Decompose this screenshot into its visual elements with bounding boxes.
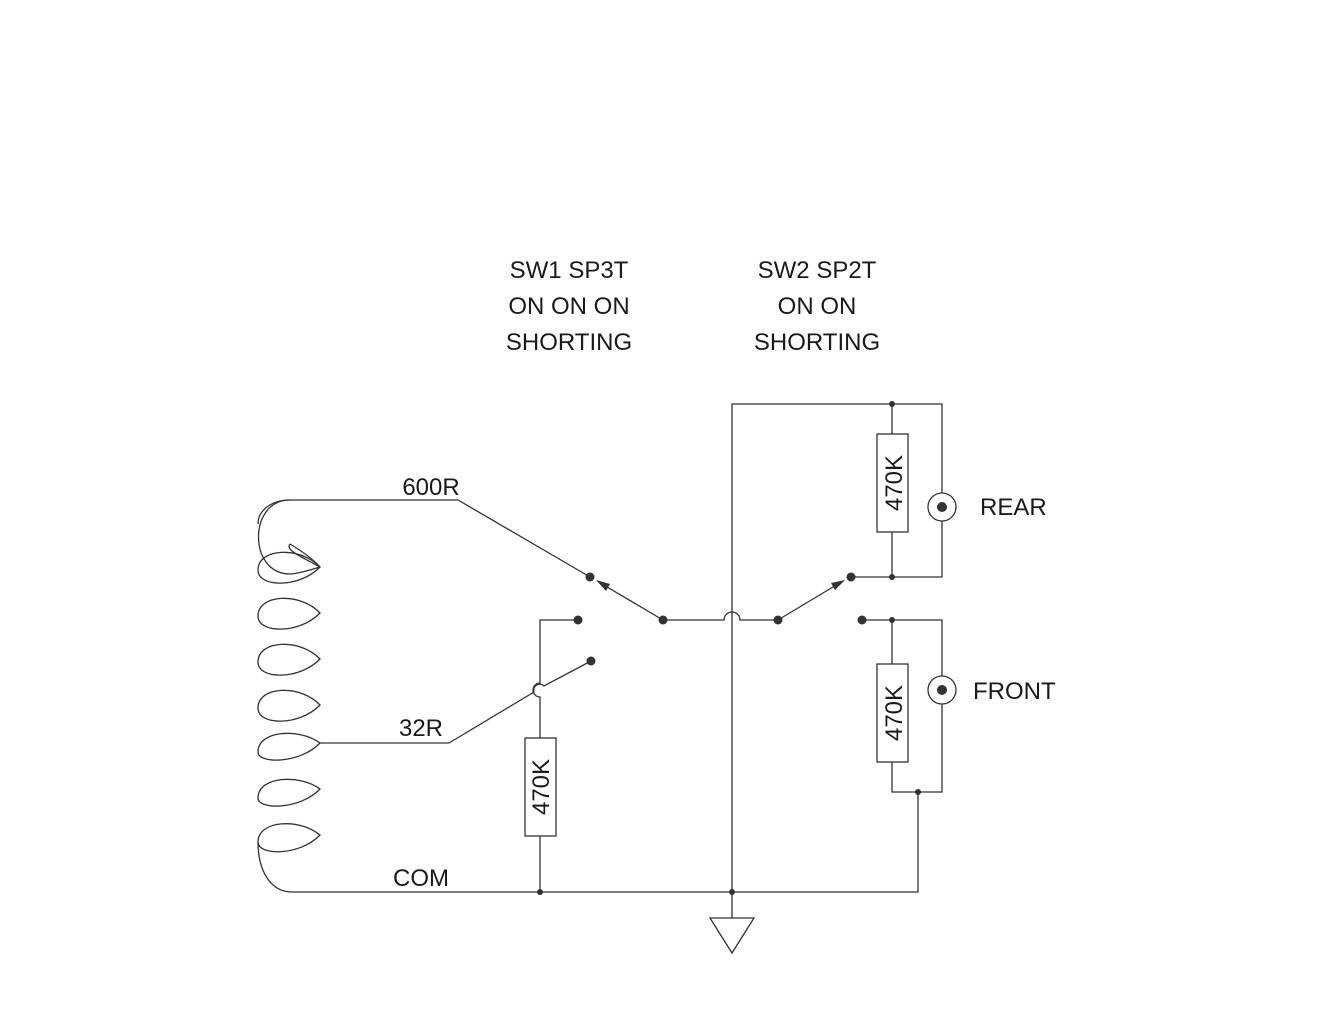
junction-com-r1 <box>537 889 543 895</box>
tap-32r-label: 32R <box>399 715 443 742</box>
resistor-r1-label: 470K <box>528 759 555 815</box>
wire-sw1-sw2 <box>663 611 778 621</box>
rear-jack-icon <box>927 492 957 522</box>
sw1-title-line2: ON ON ON <box>508 293 629 320</box>
rear-output-label: REAR <box>980 494 1047 521</box>
tap-com-label: COM <box>393 865 449 892</box>
sw1-title-line3: SHORTING <box>506 329 632 356</box>
front-output-label: FRONT <box>973 678 1056 705</box>
wire-32r <box>320 660 592 744</box>
sw2-arrow <box>831 580 845 590</box>
front-jack-icon <box>927 675 957 705</box>
sw2-switch <box>773 572 867 625</box>
ground-symbol <box>708 917 756 955</box>
sw1-title-line1: SW1 SP3T <box>510 257 629 284</box>
sw1-title: SW1 SP3T ON ON ON SHORTING <box>506 257 632 356</box>
resistor-r1 <box>524 737 557 837</box>
wire-com <box>292 792 919 893</box>
resistor-r3 <box>876 663 909 763</box>
resistor-r2-label: 470K <box>881 455 908 511</box>
sw2-title-line1: SW2 SP2T <box>758 257 877 284</box>
sw2-title-line3: SHORTING <box>754 329 880 356</box>
wire-600r <box>290 499 591 578</box>
transformer-coil <box>257 499 321 893</box>
sw1-contact-1 <box>585 572 595 582</box>
resistor-r2 <box>876 433 909 533</box>
sw1-arrow <box>596 580 610 591</box>
resistor-r3-label: 470K <box>881 685 908 741</box>
wire-ground-bus <box>731 403 943 892</box>
sw1-contact-3 <box>586 656 596 666</box>
sw1-wiper <box>601 583 664 621</box>
sw2-title-line2: ON ON <box>778 293 857 320</box>
tap-600r-label: 600R <box>402 474 459 501</box>
wire-sw1-shunt <box>532 619 578 738</box>
sw1-switch <box>573 572 668 666</box>
sw2-title: SW2 SP2T ON ON SHORTING <box>754 257 880 356</box>
sw2-wiper <box>777 583 839 621</box>
